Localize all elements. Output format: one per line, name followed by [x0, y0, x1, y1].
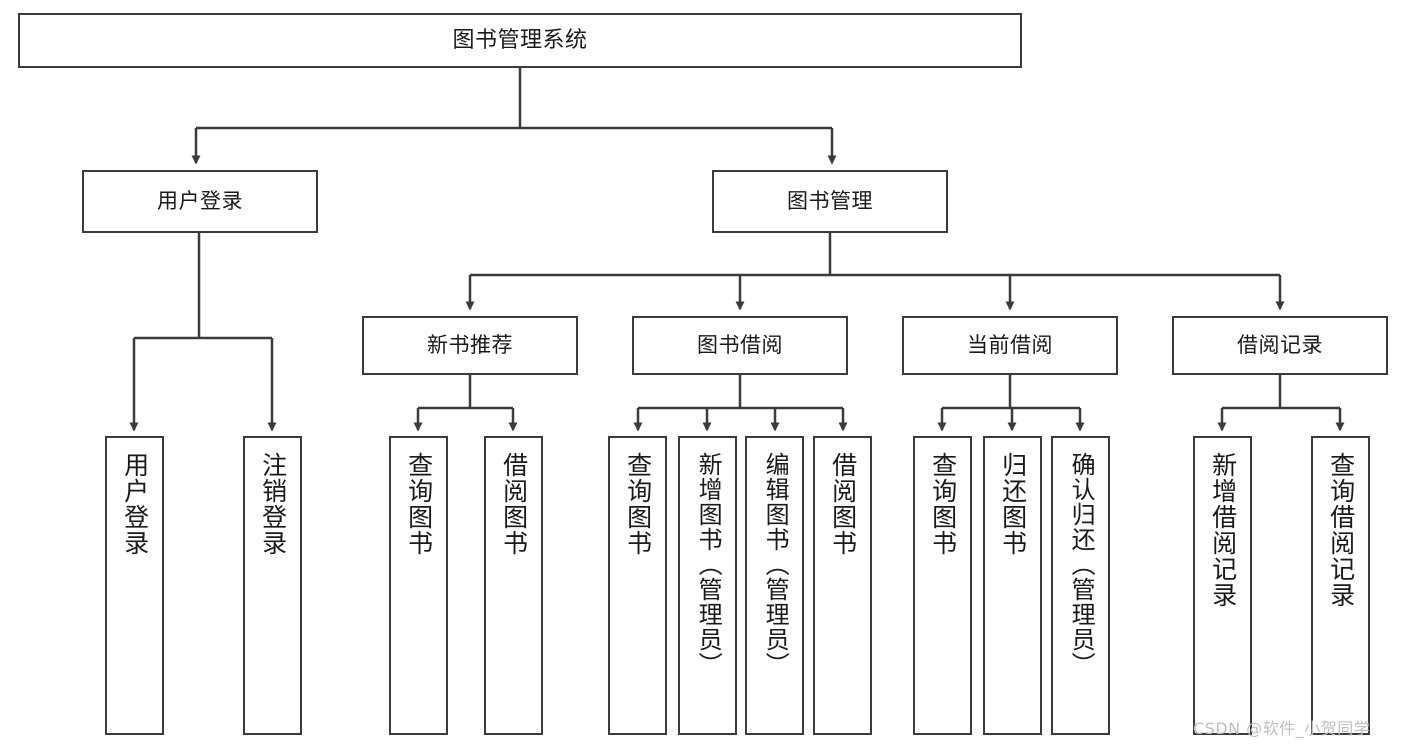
node-label: 注销登录 — [258, 452, 288, 556]
node-leaf-query-book-current[interactable]: 查询图书 — [913, 436, 972, 735]
node-leaf-borrow-book[interactable]: 借阅图书 — [813, 436, 872, 735]
node-leaf-borrow-book-recommendation[interactable]: 借阅图书 — [484, 436, 543, 735]
node-leaf-query-book-borrow[interactable]: 查询图书 — [608, 436, 667, 735]
node-leaf-query-borrow-record[interactable]: 查询借阅记录 — [1311, 436, 1370, 735]
node-label: 归还图书 — [998, 452, 1028, 556]
node-label: 查询图书 — [928, 452, 958, 556]
node-label: 图书管理系统 — [452, 27, 588, 53]
node-label: 用户登录 — [120, 452, 150, 556]
node-label: 确认归还（管理员） — [1067, 452, 1096, 677]
node-borrow-record[interactable]: 借阅记录 — [1172, 316, 1388, 375]
node-user-login[interactable]: 用户登录 — [82, 170, 318, 233]
node-label: 当前借阅 — [967, 333, 1053, 358]
node-leaf-logout[interactable]: 注销登录 — [243, 436, 302, 735]
node-label: 查询图书 — [404, 452, 434, 556]
node-leaf-return-book[interactable]: 归还图书 — [983, 436, 1042, 735]
node-label: 编辑图书（管理员） — [761, 452, 790, 677]
csdn-watermark: CSDN @软件_小贺同学 — [1193, 719, 1371, 738]
node-current-borrow[interactable]: 当前借阅 — [902, 316, 1118, 375]
node-label: 新书推荐 — [427, 333, 513, 358]
node-label: 查询图书 — [623, 452, 653, 556]
node-leaf-confirm-return-admin[interactable]: 确认归还（管理员） — [1051, 436, 1110, 735]
node-leaf-edit-book-admin[interactable]: 编辑图书（管理员） — [745, 436, 804, 735]
node-root-book-management-system[interactable]: 图书管理系统 — [18, 13, 1022, 68]
node-leaf-user-login[interactable]: 用户登录 — [105, 436, 164, 735]
node-label: 借阅图书 — [499, 452, 529, 556]
node-label: 新增借阅记录 — [1208, 452, 1238, 608]
node-label: 新增图书（管理员） — [694, 452, 723, 677]
node-leaf-add-book-admin[interactable]: 新增图书（管理员） — [678, 436, 737, 735]
node-new-book-recommendation[interactable]: 新书推荐 — [362, 316, 578, 375]
node-label: 借阅图书 — [828, 452, 858, 556]
node-label: 图书管理 — [787, 189, 873, 214]
node-book-borrow[interactable]: 图书借阅 — [632, 316, 848, 375]
node-label: 用户登录 — [157, 189, 243, 214]
node-leaf-query-book-recommendation[interactable]: 查询图书 — [389, 436, 448, 735]
node-leaf-add-borrow-record[interactable]: 新增借阅记录 — [1193, 436, 1252, 735]
node-label: 图书借阅 — [697, 333, 783, 358]
node-label: 借阅记录 — [1237, 333, 1323, 358]
node-label: 查询借阅记录 — [1326, 452, 1356, 608]
node-book-management[interactable]: 图书管理 — [712, 170, 948, 233]
